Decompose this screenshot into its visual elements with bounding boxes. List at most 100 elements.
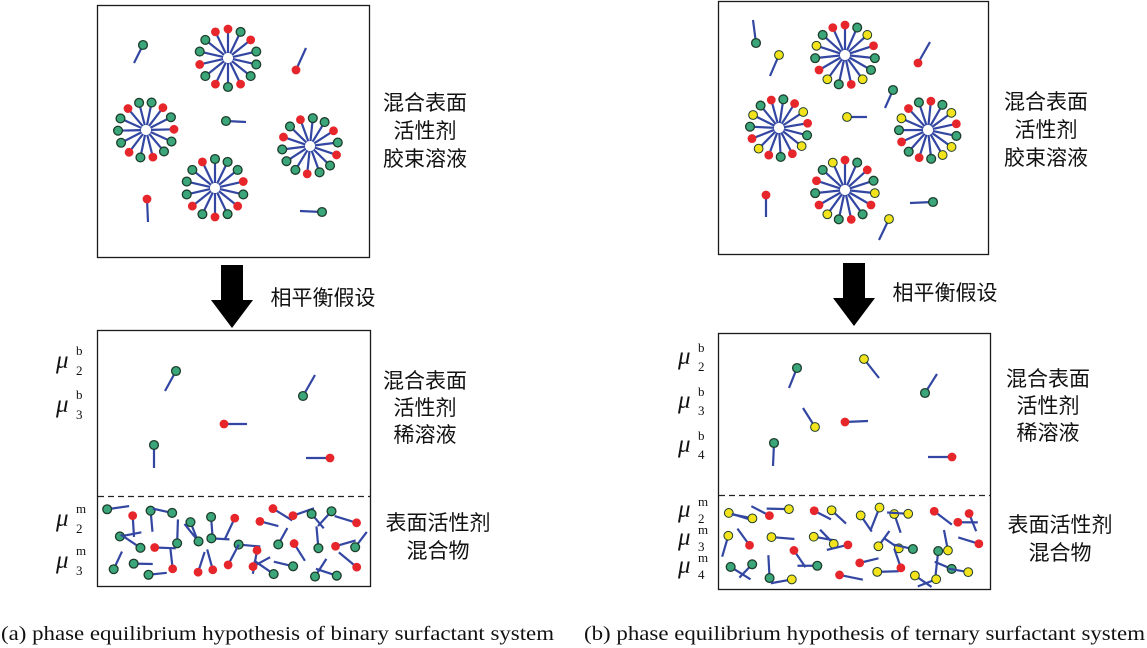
surfactant-molecule	[164, 365, 182, 392]
chemical-potential-bulk: μ b 2	[677, 340, 705, 374]
hydrophilic-head	[963, 567, 974, 578]
hydrophilic-head	[288, 561, 299, 572]
surfactant-molecule	[782, 107, 809, 127]
surfactant-molecule	[721, 530, 734, 558]
superscript: m	[698, 494, 708, 509]
surfactant-molecule	[231, 35, 256, 56]
hydrophilic-head	[245, 71, 256, 82]
hydrophilic-head	[181, 176, 192, 187]
mu-symbol: μ	[677, 387, 691, 414]
hydrophilic-head	[904, 104, 913, 113]
surfactant-molecule	[302, 150, 312, 179]
hydrophilic-head	[112, 125, 124, 136]
hydrophilic-head	[193, 536, 204, 547]
hydrophilic-head	[172, 538, 183, 549]
micelle	[277, 113, 343, 179]
caption-a: (a) phase equilibrium hypothesis of bina…	[1, 623, 554, 645]
hydrophilic-head	[219, 419, 229, 429]
surfactant-molecule	[143, 569, 167, 580]
surfactant-molecule	[219, 188, 249, 200]
hydrophilic-head	[874, 502, 885, 513]
superscript: b	[76, 387, 83, 402]
hydrophilic-head	[822, 209, 833, 220]
hydrophilic-head	[309, 571, 321, 582]
surfactant-molecule	[200, 34, 225, 56]
hydrophilic-head	[817, 29, 828, 40]
hydrophilic-head	[291, 65, 301, 75]
hydrophilic-head	[953, 517, 963, 527]
dilute-solution-box	[717, 332, 992, 591]
hydrophilic-head	[220, 115, 232, 127]
surfactant-molecule	[780, 99, 800, 125]
surfactant-molecule	[168, 548, 178, 574]
hydrophilic-head	[887, 84, 899, 96]
hydrophilic-head	[896, 113, 907, 124]
hydrophilic-head	[230, 513, 240, 523]
hydrophilic-head	[197, 209, 208, 220]
hydrophilic-head	[789, 546, 799, 555]
hydrophilic-head	[166, 136, 177, 147]
hydrophilic-head	[765, 511, 774, 521]
surfactant-molecule	[822, 58, 843, 85]
surfactant-molecule	[787, 362, 803, 389]
surfactant-molecule	[744, 121, 775, 132]
surfactant-molecule	[797, 560, 823, 571]
surfactant-molecule	[194, 46, 224, 58]
surfactant-molecule	[778, 94, 789, 124]
surfactant-mixture-label: 表面活性剂 混合物	[1008, 513, 1113, 565]
surfactant-molecule	[206, 549, 218, 575]
hydrophilic-head	[148, 439, 160, 451]
surfactant-molecule	[826, 505, 847, 525]
hydrophilic-head	[750, 37, 762, 49]
micelle	[194, 24, 262, 93]
surfactant-molecule	[878, 214, 894, 241]
surfactant-molecule	[200, 60, 225, 82]
hydrophilic-head	[747, 134, 757, 143]
hydrophilic-head	[946, 142, 957, 152]
surfactant-molecule	[197, 192, 214, 220]
micelle	[810, 20, 880, 90]
hydrophilic-head	[748, 110, 758, 120]
surfactant-molecule	[896, 113, 924, 129]
hydrophilic-head	[852, 157, 863, 168]
hydrophilic-head	[903, 146, 914, 157]
hydrophilic-head	[273, 539, 284, 550]
surfactant-molecule	[926, 134, 937, 164]
hydrophilic-head	[326, 506, 337, 517]
surfactant-molecule	[964, 509, 978, 532]
hydrophilic-head	[206, 511, 217, 522]
hydrophilic-head	[846, 214, 856, 224]
surfactant-molecule	[957, 536, 984, 549]
hydrophilic-head	[123, 104, 133, 113]
surfactant-molecule	[855, 510, 873, 533]
micelle-solution-label-line: 活性剂	[1015, 118, 1078, 142]
chemical-potential-bulk: μ b 3	[677, 384, 705, 418]
hydrophilic-head	[744, 121, 756, 132]
surfactant-molecule	[840, 155, 850, 185]
surfactant-molecule	[277, 144, 306, 155]
hydrophilic-head	[251, 46, 262, 57]
chemical-potential-bulk: μ b 2	[55, 343, 83, 378]
hydrophilic-head	[803, 118, 813, 128]
hydrophilic-head	[896, 563, 906, 573]
hydrophilic-head	[150, 543, 160, 552]
hydrophilic-head	[306, 508, 317, 519]
hydrophilic-head	[798, 107, 809, 117]
surfactant-molecule	[953, 517, 978, 527]
hydrophilic-head	[828, 23, 838, 32]
surfactant-molecule	[148, 133, 170, 157]
surfactant-molecule	[248, 556, 271, 571]
surfactant-molecule	[750, 19, 762, 49]
hydrophilic-head	[222, 156, 233, 167]
hydrophilic-head	[761, 190, 771, 200]
hydrophilic-head	[167, 507, 178, 518]
hydrophilic-head	[835, 570, 844, 580]
hydrophilic-head	[810, 188, 821, 199]
surfactant-molecule	[782, 130, 807, 151]
phase-equilibrium-label: 相平衡假设	[271, 286, 376, 310]
hydrophilic-head	[331, 570, 342, 581]
hydrophilic-head	[866, 200, 876, 210]
mu-symbol: μ	[55, 547, 69, 574]
surfactant-molecule	[842, 112, 867, 122]
surfactant-molecule	[253, 559, 279, 580]
